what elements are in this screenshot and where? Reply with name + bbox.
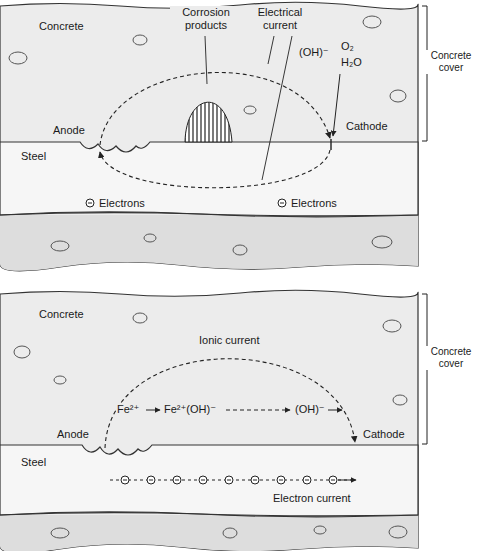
- drawing-path: [0, 215, 418, 271]
- drawing-line: [305, 480, 309, 481]
- part-label: O₂: [340, 40, 355, 53]
- drawing-ellipse: [390, 90, 406, 102]
- part-label: Fe²⁺: [116, 403, 140, 416]
- drawing-ellipse: [363, 16, 381, 28]
- drawing-line: [338, 480, 356, 481]
- part-label: Corrosion products: [170, 6, 242, 32]
- drawing-path: [0, 213, 418, 216]
- drawing-circle: [225, 476, 233, 484]
- drawing-line: [422, 141, 427, 142]
- part-label: Concrete: [38, 308, 85, 321]
- drawing-line: [331, 480, 335, 481]
- drawing-line: [201, 480, 205, 481]
- part-label: H₂O: [340, 56, 363, 69]
- part-label: Ionic current: [198, 334, 261, 347]
- drawing-line: [88, 203, 92, 204]
- drawing-line: [149, 480, 153, 481]
- part-label: Electrical current: [246, 6, 314, 32]
- drawing-path: [0, 290, 418, 551]
- part-label: Steel: [20, 150, 47, 163]
- drawing-line: [328, 410, 342, 411]
- drawing-circle: [303, 476, 311, 484]
- part-label: Electrons: [290, 197, 338, 210]
- drawing-g: [86, 199, 337, 484]
- drawing-path: [0, 142, 418, 217]
- drawing-line: [422, 294, 427, 295]
- drawing-path: [0, 515, 418, 551]
- drawing-g: [9, 16, 407, 538]
- drawing-line: [280, 203, 284, 204]
- drawing-ellipse: [233, 245, 247, 255]
- drawing-ellipse: [51, 241, 69, 251]
- drawing-path: [105, 359, 355, 448]
- drawing-path: [0, 445, 418, 517]
- part-label: Cathode: [345, 120, 389, 133]
- part-label: Fe²⁺(OH)⁻: [163, 403, 217, 416]
- drawing-ellipse: [51, 528, 69, 538]
- drawing-line: [422, 444, 427, 445]
- drawing-ellipse: [133, 35, 147, 45]
- part-label: Concrete cover: [426, 50, 476, 74]
- drawing-circle: [251, 476, 259, 484]
- drawing-path: [0, 2, 418, 271]
- drawing-line: [146, 410, 160, 411]
- drawing-circle: [199, 476, 207, 484]
- drawing-line: [333, 74, 340, 136]
- drawing-ellipse: [383, 320, 401, 332]
- drawing-line: [268, 36, 274, 64]
- drawing-path: [100, 73, 330, 145]
- drawing-ellipse: [133, 313, 147, 323]
- drawing-line: [205, 36, 207, 84]
- drawing-line: [262, 36, 292, 180]
- drawing-path: [185, 102, 232, 142]
- drawing-circle: [147, 476, 155, 484]
- drawing-ellipse: [14, 346, 30, 358]
- drawing-line: [123, 480, 127, 481]
- drawing-circle: [173, 476, 181, 484]
- drawing-ellipse: [9, 52, 27, 64]
- part-label: (OH)⁻: [298, 46, 330, 59]
- part-label: Cathode: [362, 428, 406, 441]
- part-label: Steel: [20, 456, 47, 469]
- part-label: Concrete cover: [426, 346, 476, 370]
- drawing-line: [110, 480, 352, 481]
- part-label: Electron current: [272, 492, 352, 505]
- drawing-ellipse: [314, 526, 326, 534]
- part-label: Anode: [52, 124, 86, 137]
- drawing-line: [253, 480, 257, 481]
- drawing-ellipse: [372, 236, 392, 248]
- drawing-line: [227, 480, 231, 481]
- part-label: Electrons: [98, 197, 146, 210]
- part-label: (OH)⁻: [294, 403, 326, 416]
- drawing-line: [175, 480, 179, 481]
- drawing-path: [100, 150, 330, 188]
- drawing-ellipse: [393, 395, 407, 405]
- drawing-circle: [278, 199, 286, 207]
- drawing-path: [0, 513, 418, 516]
- drawing-ellipse: [244, 106, 256, 114]
- drawing-line: [422, 6, 427, 7]
- drawing-circle: [277, 476, 285, 484]
- drawing-line: [279, 480, 283, 481]
- drawing-line: [330, 139, 331, 150]
- drawing-ellipse: [144, 234, 156, 242]
- drawing-ellipse: [223, 528, 237, 538]
- drawing-circle: [329, 476, 337, 484]
- drawing-ellipse: [54, 376, 66, 384]
- drawing-ellipse: [389, 526, 407, 538]
- part-label: Concrete: [38, 20, 85, 33]
- drawing-circle: [121, 476, 129, 484]
- part-label: Anode: [56, 428, 90, 441]
- drawing-circle: [86, 199, 94, 207]
- drawing-line: [226, 410, 290, 411]
